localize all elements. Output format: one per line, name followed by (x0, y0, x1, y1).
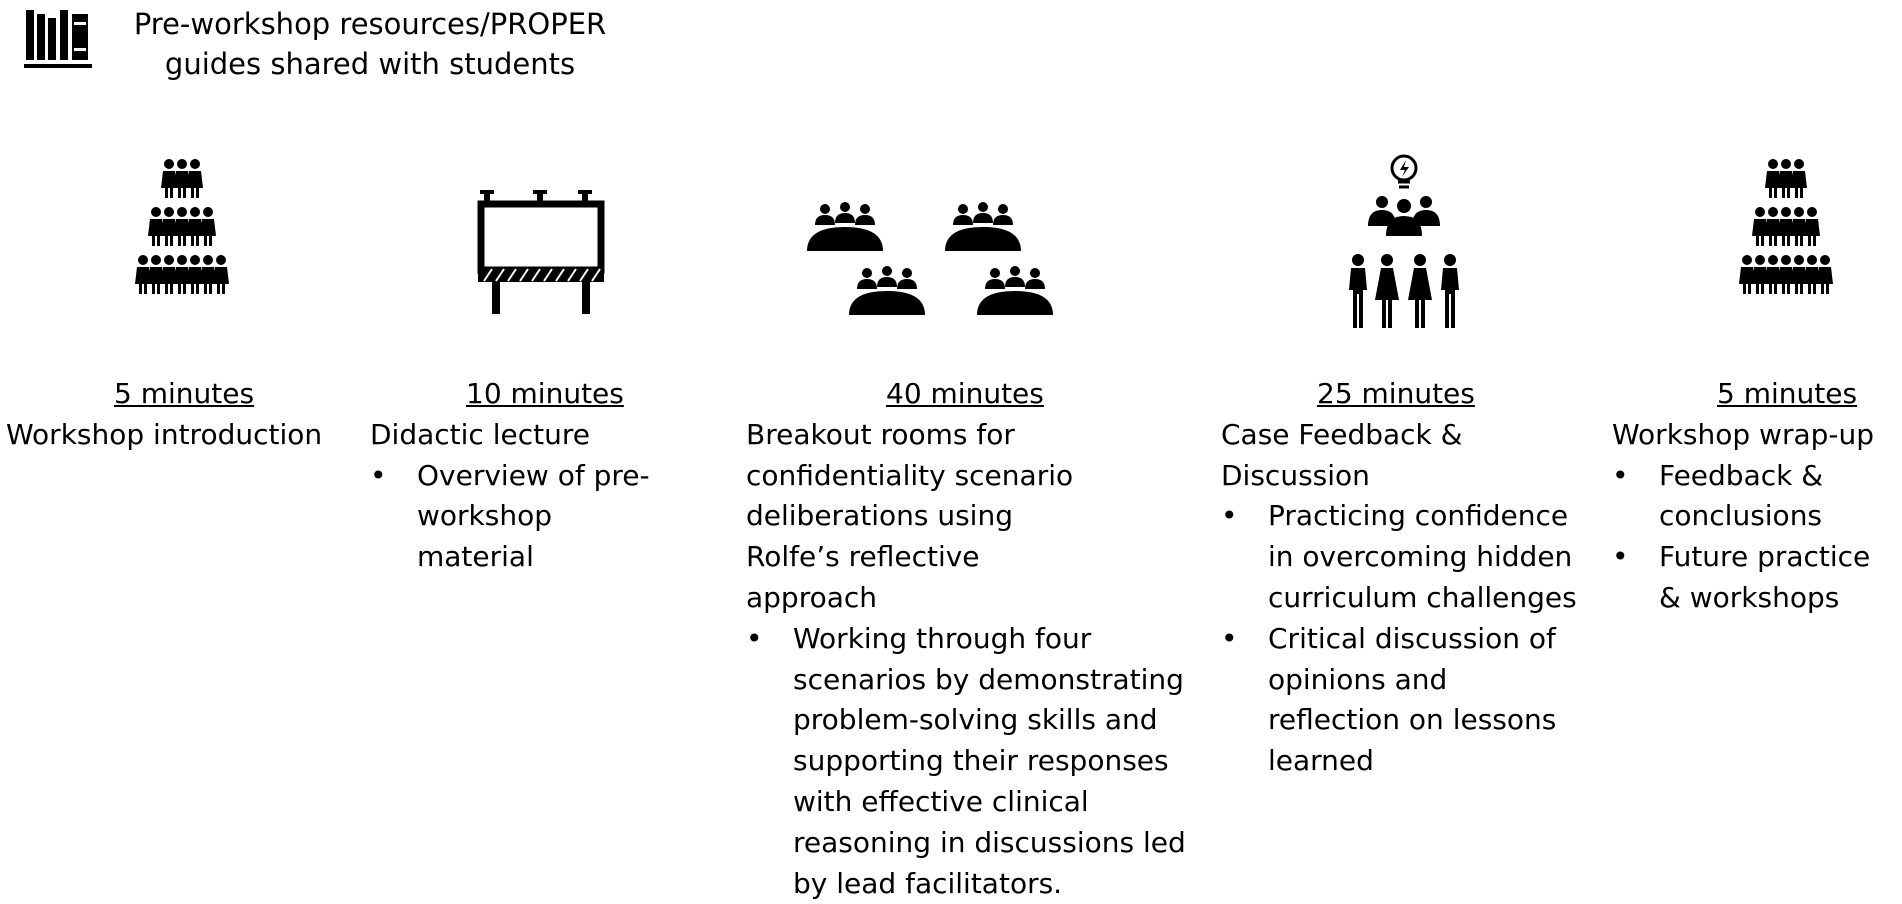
stage-title: Didactic lecture (370, 417, 590, 451)
stage-title: Workshop wrap-up (1612, 417, 1875, 451)
stage-duration: 10 minutes (466, 377, 624, 410)
stage-title: Breakout rooms for confidentiality scena… (746, 417, 1074, 614)
stage-duration: 5 minutes (1717, 377, 1858, 410)
stage-case-feedback: 25 minutes Case Feedback & Discussion Pr… (1221, 374, 1601, 782)
stage-breakout-rooms: 40 minutes Breakout rooms for confidenti… (746, 374, 1186, 904)
group-idea-icon (1349, 154, 1459, 328)
crowd-icon (112, 150, 252, 300)
bullet-item: Future practice & workshops (1612, 537, 1895, 619)
bullet-item: Working through four scenarios by demons… (746, 619, 1193, 904)
stage-bullets: Overview of pre-workshop material (370, 456, 700, 578)
bullet-item: Overview of pre-workshop material (370, 456, 657, 578)
stage-duration: 25 minutes (1317, 377, 1475, 410)
pre-workshop-header: Pre-workshop resources/PROPER guides sha… (0, 0, 640, 110)
breakout-tables-icon (807, 202, 1053, 315)
header-line-1: Pre-workshop resources/PROPER (133, 7, 607, 41)
stage-title: Workshop introduction (6, 417, 323, 451)
bullet-item: Critical discussion of opinions and refl… (1221, 619, 1578, 782)
billboard-icon (477, 190, 605, 314)
stage-wrap-up: 5 minutes Workshop wrap-up Feedback & co… (1612, 374, 1900, 619)
stage-bullets: Practicing confidence in overcoming hidd… (1221, 496, 1601, 782)
books-icon (24, 10, 92, 68)
stage-title: Case Feedback & Discussion (1221, 417, 1463, 492)
stage-introduction: 5 minutes Workshop introduction (6, 374, 326, 456)
stage-duration: 40 minutes (886, 377, 1044, 410)
stage-didactic-lecture: 10 minutes Didactic lecture Overview of … (370, 374, 700, 578)
bullet-item: Practicing confidence in overcoming hidd… (1221, 496, 1578, 618)
stage-duration: 5 minutes (114, 377, 255, 410)
stage-bullets: Feedback & conclusions Future practice &… (1612, 456, 1900, 619)
bullet-item: Feedback & conclusions (1612, 456, 1895, 538)
header-text: Pre-workshop resources/PROPER guides sha… (110, 4, 630, 84)
lightbulb-icon (1390, 154, 1418, 189)
crowd-icon (1716, 150, 1856, 300)
header-line-2: guides shared with students (164, 47, 576, 81)
stage-bullets: Working through four scenarios by demons… (746, 619, 1186, 904)
